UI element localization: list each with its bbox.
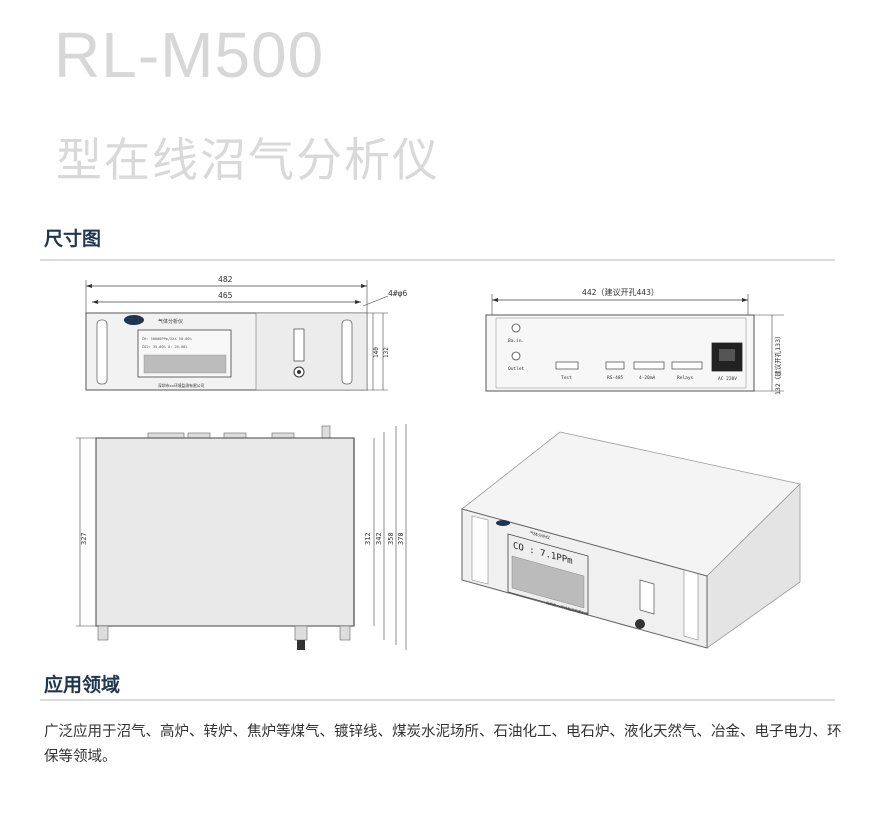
hole-note: 4#φ6 xyxy=(388,289,407,298)
section-title-applications: 应用领域 xyxy=(44,674,121,696)
dimension-drawings: 482 465 4#φ6 气体分析仪 CH: 50000PPm/XXX 50.0… xyxy=(76,275,801,650)
rear-conn-rs485: RS-485 xyxy=(607,375,624,381)
product-model: RL-M500 xyxy=(54,19,325,91)
dim-rear-height: 132（建议开孔133） xyxy=(773,333,782,395)
section-title-dimensions: 尺寸图 xyxy=(44,228,102,250)
rear-view: 442（建议开孔443） Ba.in. Outlet Test RS-485 4… xyxy=(485,287,784,395)
front-panel-title: 气体分析仪 xyxy=(158,318,183,325)
dim-side-left: 327 xyxy=(80,532,88,545)
dim-front-inner: 465 xyxy=(218,291,233,300)
side-view: 327 312 342 350 370 xyxy=(76,424,407,650)
front-screen-line1: CH: 50000PPm/XXX 50.00% xyxy=(142,337,193,341)
rear-label-inlet: Ba.in. xyxy=(508,338,524,344)
section-divider xyxy=(40,699,835,701)
rear-label-outlet: Outlet xyxy=(508,366,525,372)
rear-conn-ac: AC 220V xyxy=(718,376,737,382)
dim-side-a: 312 xyxy=(364,532,372,545)
front-screen-line2: CO2: 35.00% O: 20.00% xyxy=(142,345,188,349)
front-view: 482 465 4#φ6 气体分析仪 CH: 50000PPm/XXX 50.0… xyxy=(85,275,407,391)
applications-description: 广泛应用于沼气、高炉、转炉、焦炉等煤气、镀锌线、煤炭水泥场所、石油化工、电石炉、… xyxy=(44,724,842,765)
rear-conn-test: Test xyxy=(561,375,572,381)
dim-rear-width: 442（建议开孔443） xyxy=(582,287,659,297)
dim-side-c: 350 xyxy=(387,532,395,545)
dim-side-d: 370 xyxy=(397,532,405,545)
dim-front-total: 482 xyxy=(218,275,233,284)
iso-panel-title: 气体分析仪 xyxy=(530,529,550,540)
section-divider xyxy=(40,259,835,261)
rear-conn-relays: Relays xyxy=(677,375,694,381)
dim-side-b: 342 xyxy=(375,532,383,545)
rear-conn-420ma: 4-20mA xyxy=(639,375,656,381)
front-company: 深圳市xx环境监测有限公司 xyxy=(158,383,205,388)
product-subtitle: 型在线沼气分析仪 xyxy=(56,133,440,187)
dim-front-h1: 140 xyxy=(373,347,380,358)
dim-front-h2: 132 xyxy=(383,347,390,358)
isometric-view: CO : 7.1PPm 气体分析仪 深圳市xx环境监测有限公司 xyxy=(461,431,801,649)
